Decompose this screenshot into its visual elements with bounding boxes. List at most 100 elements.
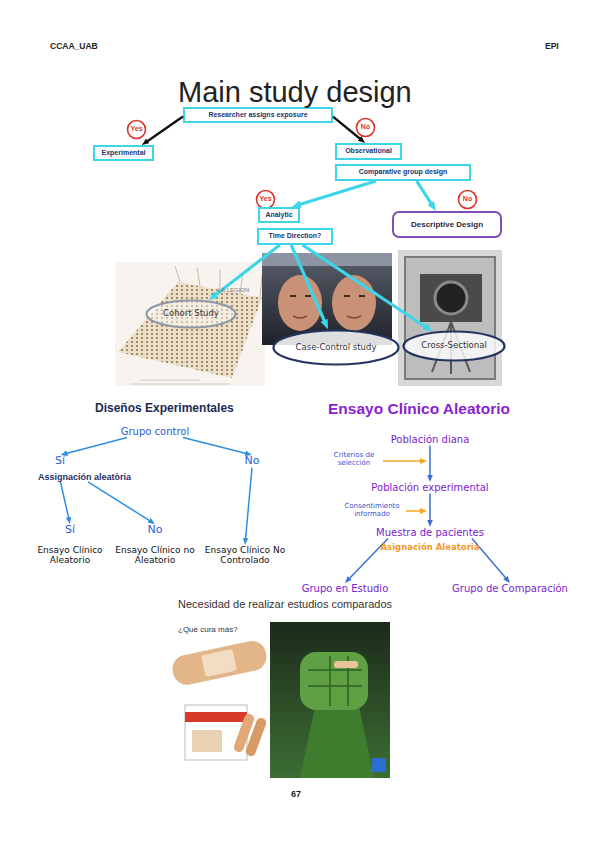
text-node: Muestra de pacientes	[370, 527, 490, 539]
node-text: Cross-Sectional	[421, 341, 487, 351]
node-text: No	[361, 123, 370, 131]
diagram-title: Main study design	[178, 76, 412, 109]
study-ellipse: Cohort Study	[145, 299, 237, 329]
node-text: Cohort Study	[163, 309, 219, 319]
node-text: Muestra de pacientes	[376, 527, 484, 539]
leader-arrow	[406, 510, 421, 512]
answer-circle: No	[355, 117, 376, 138]
text-node: Población diana	[370, 434, 490, 446]
eyes	[290, 295, 365, 297]
bandage-strip	[170, 638, 269, 687]
arrow-connector	[61, 482, 69, 519]
arrow-connector	[291, 245, 325, 323]
picture-background	[270, 622, 390, 778]
node-text: Comparative group design	[359, 168, 448, 176]
picture-background	[115, 262, 265, 386]
section-heading: Ensayo Clínico Aleatorio	[328, 400, 510, 418]
question-text: ¿Qué cura más?	[178, 625, 238, 634]
study-ellipse: Case-Control study	[272, 329, 400, 366]
node-text: Assignación aleatòria	[38, 472, 131, 482]
process-box: Observational	[335, 143, 402, 160]
answer-circle: Yes	[126, 119, 147, 140]
caption-lines	[130, 380, 230, 384]
node-text: Researcher assigns exposure	[208, 111, 307, 119]
face	[278, 275, 322, 331]
node-text: Población diana	[391, 434, 470, 446]
face	[332, 275, 376, 331]
text-node: Grupo en Estudio	[290, 583, 400, 595]
arrow-connector	[65, 438, 127, 454]
ellipse-shape	[274, 331, 399, 365]
text-node: SíAssignación aleatòria	[38, 455, 163, 482]
fist	[300, 652, 368, 710]
process-box: Analytic	[258, 207, 300, 223]
node-text: No	[245, 455, 260, 468]
text-node: Población experimental	[350, 482, 510, 494]
design-box: Descriptive Design	[392, 211, 502, 238]
node-text: Analytic	[265, 211, 292, 219]
node-text: Grupo de Comparación	[452, 583, 568, 595]
rope-lines	[175, 266, 262, 298]
process-box: Comparative group design	[335, 164, 471, 181]
process-box: Researcher assigns exposure	[183, 107, 333, 123]
process-box: Experimental	[93, 145, 154, 161]
arrow-connector	[88, 482, 151, 521]
arrow-connector	[303, 245, 427, 328]
node-text: Time Direction?	[269, 232, 322, 240]
ellipse-shape	[404, 332, 505, 361]
section-heading: Necesidad de realizar estudios comparado…	[178, 598, 392, 611]
node-text: Experimental	[102, 149, 146, 157]
arrow-connector	[298, 181, 376, 205]
node-text: Grupo control	[121, 426, 190, 438]
node-text: Ensayo Clínico no Aleatorio	[113, 545, 197, 566]
leader-arrow	[383, 460, 421, 462]
arrow-connector	[183, 438, 247, 454]
side-note: Consentimiento informado	[340, 502, 404, 518]
camera-lens	[435, 282, 467, 314]
knuckle-lines	[308, 656, 362, 706]
box-window	[192, 730, 222, 752]
circle-shape	[459, 191, 477, 209]
node-text: Case-Control study	[296, 343, 377, 353]
logo	[372, 758, 386, 772]
picture-background	[398, 250, 502, 386]
arrow-connector	[146, 117, 183, 143]
side-note: Criterios de selección	[328, 451, 380, 467]
header-text: CCAA_UAB	[50, 42, 98, 52]
arrow-connector	[429, 446, 431, 478]
text-node: Grupo de Comparación	[450, 583, 570, 595]
node-text: Yes	[259, 195, 271, 203]
ellipse-shape	[147, 301, 236, 328]
text-node: No	[238, 455, 266, 468]
node-text: Ensayo Clínico No Controlado	[203, 545, 287, 566]
arrow-connector	[214, 245, 280, 296]
node-text: Sí	[38, 455, 65, 468]
camera-body	[420, 274, 482, 322]
box-stripe	[185, 712, 247, 722]
circle-shape	[128, 121, 146, 139]
crowd-field	[118, 282, 262, 378]
arrow-connector	[333, 117, 361, 140]
circle-shape	[357, 119, 375, 137]
arrow-connector	[429, 494, 431, 523]
cohort-illustration	[115, 262, 265, 386]
answer-circle: No	[457, 189, 478, 210]
process-box: Time Direction?	[257, 228, 333, 245]
node-text: No	[148, 524, 163, 537]
node-text: Descriptive Design	[411, 220, 483, 229]
picture-caption: LA LEGION	[218, 287, 249, 294]
picture-band	[262, 253, 392, 266]
small-bandage	[244, 716, 267, 757]
arrow-connector	[245, 468, 252, 540]
study-ellipse: Cross-Sectional	[402, 330, 506, 362]
bandage-pad	[201, 649, 237, 677]
section-heading: Diseños Experimentales	[95, 402, 234, 416]
circle-shape	[257, 191, 275, 209]
text-node: NoEnsayo Clínico no Aleatorio	[113, 524, 197, 565]
header-text: EPI	[545, 42, 559, 52]
node-text: Yes	[130, 125, 142, 133]
